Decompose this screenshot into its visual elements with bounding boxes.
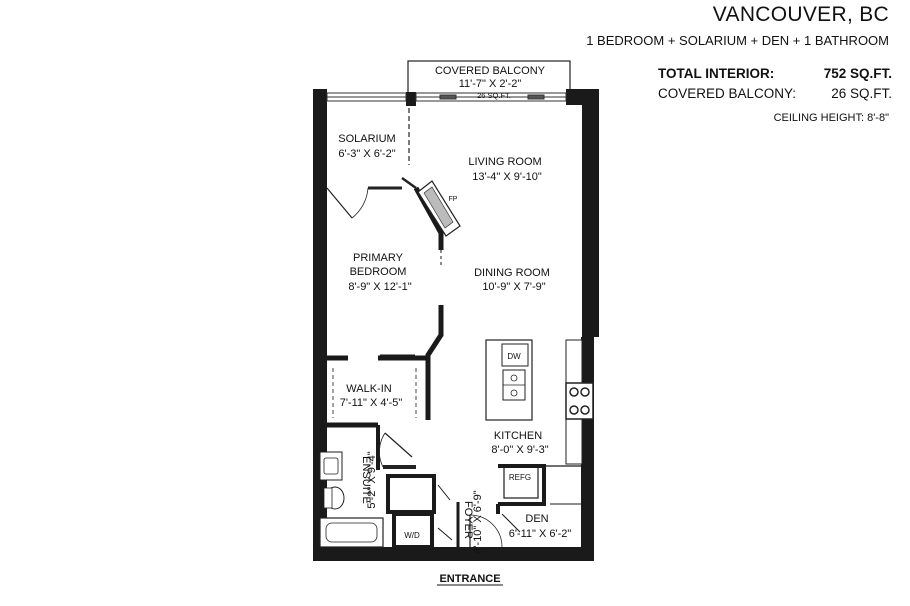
rotated-labels: ENSUITE 5'-2" X 9'-4" FOYER 4'-10" X 6'-…: [360, 451, 484, 553]
sink-icon: [323, 457, 339, 475]
balcony-dims: 11'-7" X 2'-2": [459, 78, 522, 90]
north-windows: [326, 92, 567, 102]
solarium-partition: [326, 100, 417, 219]
kitchen-dims: 8'-0" X 9'-3": [491, 444, 548, 456]
kitchen-counter: [565, 339, 594, 465]
solarium-name: SOLARIUM: [338, 133, 395, 145]
den-walls: [496, 464, 581, 533]
entry-door: [469, 514, 503, 548]
dishwasher: [501, 343, 529, 367]
unit-summary: 1 BEDROOM + SOLARIUM + DEN + 1 BATHROOM: [586, 33, 889, 48]
fireplace: [417, 180, 461, 237]
kitchen-island: [485, 339, 533, 421]
dining-name: DINING ROOM: [474, 267, 550, 279]
walkin-name: WALK-IN: [346, 383, 391, 395]
solarium-dims: 6'-3" X 6'-2": [338, 148, 395, 160]
stat-value: 752 SQ.FT.: [823, 66, 892, 81]
balcony-area: 26 SQ.FT.: [477, 91, 511, 100]
entrance-label: ENTRANCE: [439, 573, 500, 585]
room-labels: COVERED BALCONY 11'-7" X 2'-2" 26 SQ.FT.…: [338, 65, 571, 540]
foyer-closets: [386, 474, 460, 549]
exterior-walls: [313, 89, 599, 561]
stat-label: TOTAL INTERIOR:: [658, 66, 775, 81]
walkin-walls: [320, 354, 428, 470]
ensuite-dims: 5'-2" X 9'-4": [366, 451, 378, 508]
foyer-name: FOYER: [462, 501, 474, 539]
stat-value: 26 SQ.FT.: [831, 86, 892, 101]
stat-covered-balcony: COVERED BALCONY: 26 SQ.FT.: [658, 86, 892, 106]
living-dims: 13'-4" X 9'-10": [472, 171, 542, 183]
wd-label: W/D: [404, 531, 420, 540]
ceiling-height: CEILING HEIGHT: 8'-8": [773, 112, 889, 124]
balcony-post: [406, 92, 416, 106]
bedroom-name-line2: BEDROOM: [350, 266, 407, 278]
stat-total-interior: TOTAL INTERIOR: 752 SQ.FT.: [658, 66, 892, 86]
living-name: LIVING ROOM: [468, 156, 541, 168]
area-stats: TOTAL INTERIOR: 752 SQ.FT. COVERED BALCO…: [658, 66, 892, 106]
stat-label: COVERED BALCONY:: [658, 86, 797, 101]
ensuite-fixtures: [319, 451, 384, 548]
wall-ne-corner: [566, 89, 599, 105]
ensuite-door: [379, 432, 416, 469]
ensuite-name: ENSUITE: [360, 456, 372, 504]
bedroom-dims: 8'-9" X 12'-1": [348, 281, 411, 293]
wall-east-lower: [581, 337, 594, 561]
wall-south: [313, 547, 594, 561]
refg-label: REFG: [509, 473, 531, 482]
balcony-name: COVERED BALCONY: [435, 65, 546, 77]
fixture-labels: FP DW REFG W/D: [404, 196, 531, 540]
fp-label: FP: [449, 196, 458, 203]
dw-label: DW: [507, 352, 521, 361]
walkin-dims: 7'-11" X 4'-5": [340, 397, 403, 409]
kitchen-name: KITCHEN: [494, 430, 542, 442]
dining-dims: 10'-9" X 7'-9": [482, 281, 545, 293]
range-icon: [565, 382, 594, 420]
den-name: DEN: [525, 513, 548, 525]
den-dims: 6'-11" X 6'-2": [509, 528, 572, 540]
foyer-dims: 4'-10" X 6'-9": [472, 490, 484, 553]
bedroom-name-line1: PRIMARY: [353, 252, 404, 264]
wall-west: [313, 89, 327, 561]
city-title: VANCOUVER, BC: [712, 3, 889, 26]
wall-east-upper: [582, 89, 599, 337]
